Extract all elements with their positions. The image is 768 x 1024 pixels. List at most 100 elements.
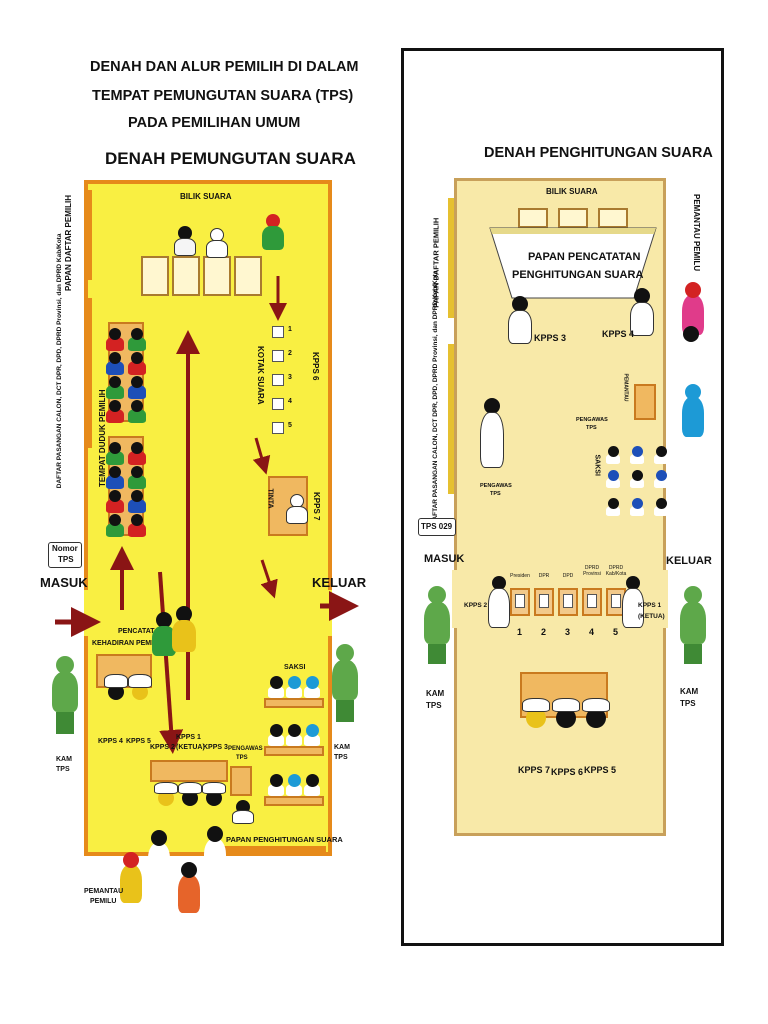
pemantau-left-line2: PEMILU bbox=[90, 898, 117, 905]
ballot-type-label: DPRD Provinsi bbox=[583, 565, 601, 577]
voting-booth-3 bbox=[203, 256, 231, 296]
right-daftar-pasangan-board bbox=[448, 344, 454, 494]
voting-booth-4 bbox=[234, 256, 262, 296]
kpps5-left-label: KPPS 5 bbox=[126, 738, 151, 745]
right-exit-gap bbox=[663, 570, 668, 628]
papan-penghitungan-label: PAPAN PENGHITUNGAN SUARA bbox=[226, 835, 343, 844]
ballot-paper bbox=[563, 594, 573, 608]
right-voting-booth-2 bbox=[558, 208, 588, 228]
papan-daftar-board bbox=[86, 190, 92, 280]
ballot-paper bbox=[587, 594, 597, 608]
kpps1-right-line1: KPPS 1 bbox=[638, 602, 662, 609]
papan-penghitungan-board bbox=[222, 846, 326, 852]
kpps1-left-line1: KPPS 1 bbox=[176, 734, 201, 741]
masuk-left-label: MASUK bbox=[40, 575, 88, 590]
kpps5-right-label: KPPS 5 bbox=[584, 765, 617, 775]
kpps2-left-label: KPPS 2 bbox=[150, 744, 175, 751]
kpps7-right-label: KPPS 7 bbox=[518, 765, 551, 775]
ballot-desk-number: 2 bbox=[541, 627, 547, 637]
kpps3-right-label: KPPS 3 bbox=[534, 333, 567, 343]
nomor-tps-line1: Nomor bbox=[52, 544, 78, 553]
tps-number-sign bbox=[418, 518, 456, 536]
pencatat-line1: PENCATAT bbox=[118, 628, 155, 635]
kam-tps-left-line1: KAM bbox=[56, 756, 72, 763]
papan-pencatatan-board bbox=[489, 227, 657, 299]
ballot-desk-number: 5 bbox=[613, 627, 619, 637]
ballot-box-number: 3 bbox=[288, 374, 292, 381]
kpps1-left-line2: (KETUA) bbox=[176, 744, 205, 751]
papan-pencatatan-line1: PAPAN PENCATATAN bbox=[528, 251, 641, 263]
pemantau-left-line1: PEMANTAU bbox=[84, 888, 124, 895]
kam-tps-left-line2: TPS bbox=[56, 766, 70, 773]
pengawas-top-line2: TPS bbox=[586, 425, 597, 431]
kpps1-right-line2: (KETUA) bbox=[638, 613, 665, 620]
ballot-paper bbox=[539, 594, 549, 608]
kpps4-right-label: KPPS 4 bbox=[602, 329, 635, 339]
kpps3-left-label: KPPS 3 bbox=[203, 744, 228, 751]
left-title-line2: TEMPAT PEMUNGUTAN SUARA (TPS) bbox=[92, 88, 354, 104]
nomor-tps-sign bbox=[48, 542, 82, 568]
kpps-main-table bbox=[150, 760, 228, 782]
left-title-line3: PADA PEMILIHAN UMUM bbox=[128, 115, 301, 131]
saksi-left-label: SAKSI bbox=[284, 664, 306, 671]
keluar-left-label: KELUAR bbox=[312, 575, 367, 590]
ballot-box bbox=[272, 350, 284, 362]
right-kam-right-line1: KAM bbox=[680, 687, 699, 696]
ballot-box bbox=[272, 422, 284, 434]
daftar-pasangan-board bbox=[86, 298, 92, 448]
saksi-bench bbox=[264, 796, 324, 806]
pengawas-left-line1: PENGAWAS bbox=[228, 746, 263, 752]
ballot-box-number: 5 bbox=[288, 422, 292, 429]
ballot-box-number: 4 bbox=[288, 398, 292, 405]
ballot-type-label: DPRD Kab/Kota bbox=[605, 565, 627, 577]
right-kam-left-line2: TPS bbox=[426, 701, 442, 710]
right-subtitle: DENAH PENGHITUNGAN SUARA bbox=[484, 145, 713, 161]
right-bilik-suara-label: BILIK SUARA bbox=[546, 187, 598, 196]
ballot-desk-number: 1 bbox=[517, 627, 523, 637]
keluar-right-label: KELUAR bbox=[666, 555, 712, 567]
right-papan-daftar-board bbox=[448, 198, 454, 318]
ballot-type-label: DPR bbox=[538, 573, 550, 579]
kpps2-right-label: KPPS 2 bbox=[464, 602, 488, 609]
right-entrance-gap bbox=[452, 570, 457, 628]
voting-booth-1 bbox=[141, 256, 169, 296]
papan-pencatatan-line2: PENGHITUNGAN SUARA bbox=[512, 269, 644, 281]
right-voting-booth-1 bbox=[518, 208, 548, 228]
ballot-box-number: 2 bbox=[288, 350, 292, 357]
kpps6-right-label: KPPS 6 bbox=[551, 767, 584, 777]
voting-booth-2 bbox=[172, 256, 200, 296]
pengawas-top-line1: PENGAWAS bbox=[576, 417, 608, 423]
pengawas-left-line2: TPS bbox=[236, 755, 248, 761]
saksi-right-label: SAKSI bbox=[593, 454, 601, 476]
ballot-type-label: Presiden bbox=[510, 573, 530, 579]
nomor-tps-line2: TPS bbox=[58, 555, 74, 564]
saksi-bench bbox=[264, 698, 324, 708]
pengawas-left-right-line2: TPS bbox=[490, 491, 501, 497]
pengawas-left-right-line1: PENGAWAS bbox=[480, 483, 512, 489]
right-voting-booth-3 bbox=[598, 208, 628, 228]
pencatat-line2: KEHADIRAN PEMILIH bbox=[92, 640, 165, 647]
ballot-paper bbox=[515, 594, 525, 608]
flow-arrow-down-1 bbox=[158, 571, 184, 754]
right-panel-frame bbox=[401, 48, 724, 946]
flow-arrow-down-4 bbox=[260, 559, 278, 599]
kpps4-left-label: KPPS 4 bbox=[98, 738, 123, 745]
ballot-type-label: DPD bbox=[562, 573, 574, 579]
right-kam-right-line2: TPS bbox=[680, 699, 696, 708]
right-daftar-pasangan-label: DAFTAR PASANGAN CALON, DCT DPR, DPD, DPR… bbox=[431, 270, 439, 526]
left-bilik-suara-label: BILIK SUARA bbox=[180, 192, 232, 201]
masuk-right-label: MASUK bbox=[424, 553, 465, 565]
tps-number-label: TPS 029 bbox=[421, 522, 453, 531]
flow-arrow-down-3 bbox=[252, 437, 271, 475]
pemantau-small-label: PEMANTAU bbox=[622, 373, 629, 402]
pengawas-right-desk bbox=[634, 384, 656, 420]
left-subtitle: DENAH PEMUNGUTAN SUARA bbox=[105, 149, 356, 168]
saksi-bench bbox=[264, 746, 324, 756]
right-kam-left-line1: KAM bbox=[426, 689, 445, 698]
ballot-box bbox=[272, 374, 284, 386]
kam-tps-right-line1: KAM bbox=[334, 744, 350, 751]
right-pemantau-label: PEMANTAU PEMILU bbox=[692, 194, 701, 272]
left-title-line1: DENAH DAN ALUR PEMILIH DI DALAM bbox=[90, 59, 359, 75]
ballot-box bbox=[272, 398, 284, 410]
ballot-box bbox=[272, 326, 284, 338]
